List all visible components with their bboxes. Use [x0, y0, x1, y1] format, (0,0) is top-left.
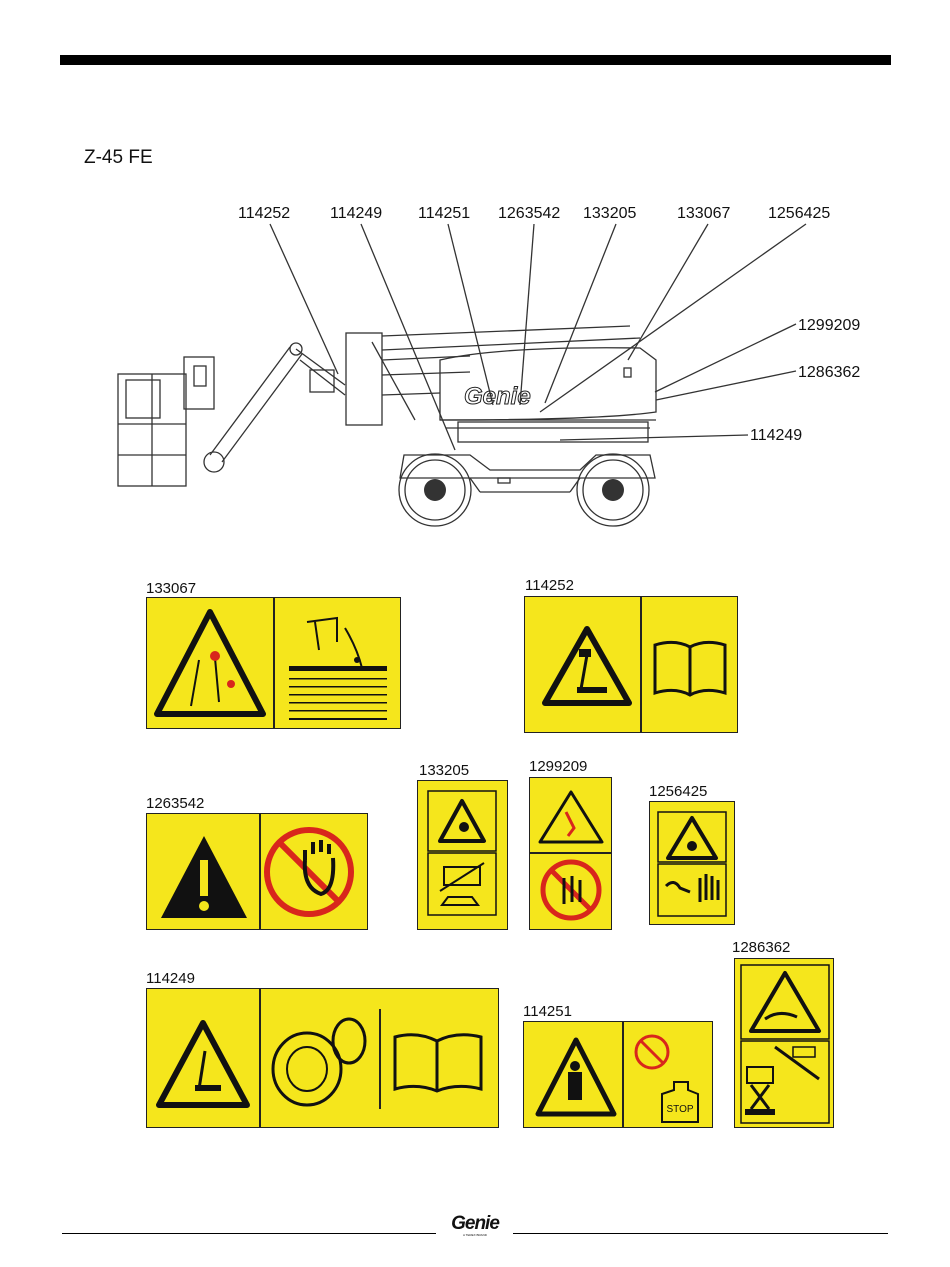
footer-rule-right — [513, 1233, 888, 1234]
decal-114251: STOP — [523, 1021, 713, 1128]
decal-133067 — [146, 597, 401, 729]
decal-133205 — [417, 780, 508, 930]
decal-number: 114249 — [146, 970, 195, 987]
decal-number: 1263542 — [146, 795, 204, 812]
decal-1256425 — [649, 801, 735, 925]
machine-diagram: Genie — [0, 0, 950, 560]
decal-number: 133205 — [419, 762, 469, 779]
decal-114252 — [524, 596, 738, 733]
decal-number: 133067 — [146, 580, 196, 597]
decal-number: 1256425 — [649, 783, 707, 800]
machine-brand: Genie — [464, 383, 531, 410]
decal-number: 1286362 — [732, 939, 790, 956]
decal-number: 1299209 — [529, 758, 587, 775]
decal-1286362 — [734, 958, 834, 1128]
decal-1263542 — [146, 813, 368, 930]
decal-number: 114251 — [523, 1003, 572, 1020]
footer-brand: Genie — [440, 1213, 510, 1235]
decal-114249 — [146, 988, 499, 1128]
stop-text: STOP — [666, 1104, 693, 1115]
footer-rule-left — [62, 1233, 436, 1234]
decal-1299209 — [529, 777, 612, 930]
footer-logo: Genie A TEREX BRAND — [440, 1213, 510, 1237]
decal-number: 114252 — [525, 577, 574, 594]
